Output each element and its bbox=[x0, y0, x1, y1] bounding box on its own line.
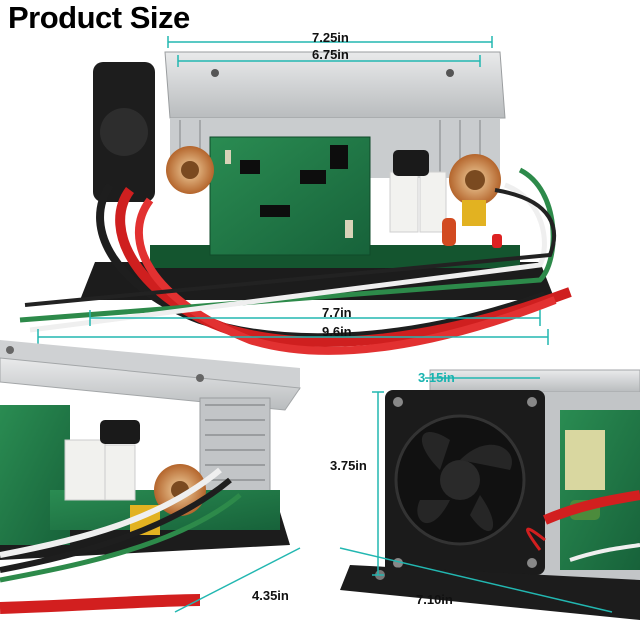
dim-height-label: 3.75in bbox=[330, 458, 367, 473]
dim-cable-length-label: 9.6in bbox=[322, 324, 352, 339]
page-title: Product Size bbox=[8, 0, 190, 35]
right-dimension-lines bbox=[339, 377, 613, 613]
side-unit-right-photo bbox=[340, 369, 640, 620]
side-unit-left-photo bbox=[0, 340, 301, 614]
dim-fan-width-label: 3.15in bbox=[418, 370, 455, 385]
top-dimension-lines bbox=[37, 36, 549, 345]
dim-base-width-label: 7.7in bbox=[322, 305, 352, 320]
dim-top-outer-label: 7.25in bbox=[312, 30, 349, 45]
dim-top-inner-label: 6.75in bbox=[312, 47, 349, 62]
top-unit-photo bbox=[19, 51, 572, 355]
dim-depth-left-label: 4.35in bbox=[252, 588, 289, 603]
left-depth-line bbox=[174, 547, 301, 613]
dim-depth-right-label: 7.10in bbox=[416, 592, 453, 607]
